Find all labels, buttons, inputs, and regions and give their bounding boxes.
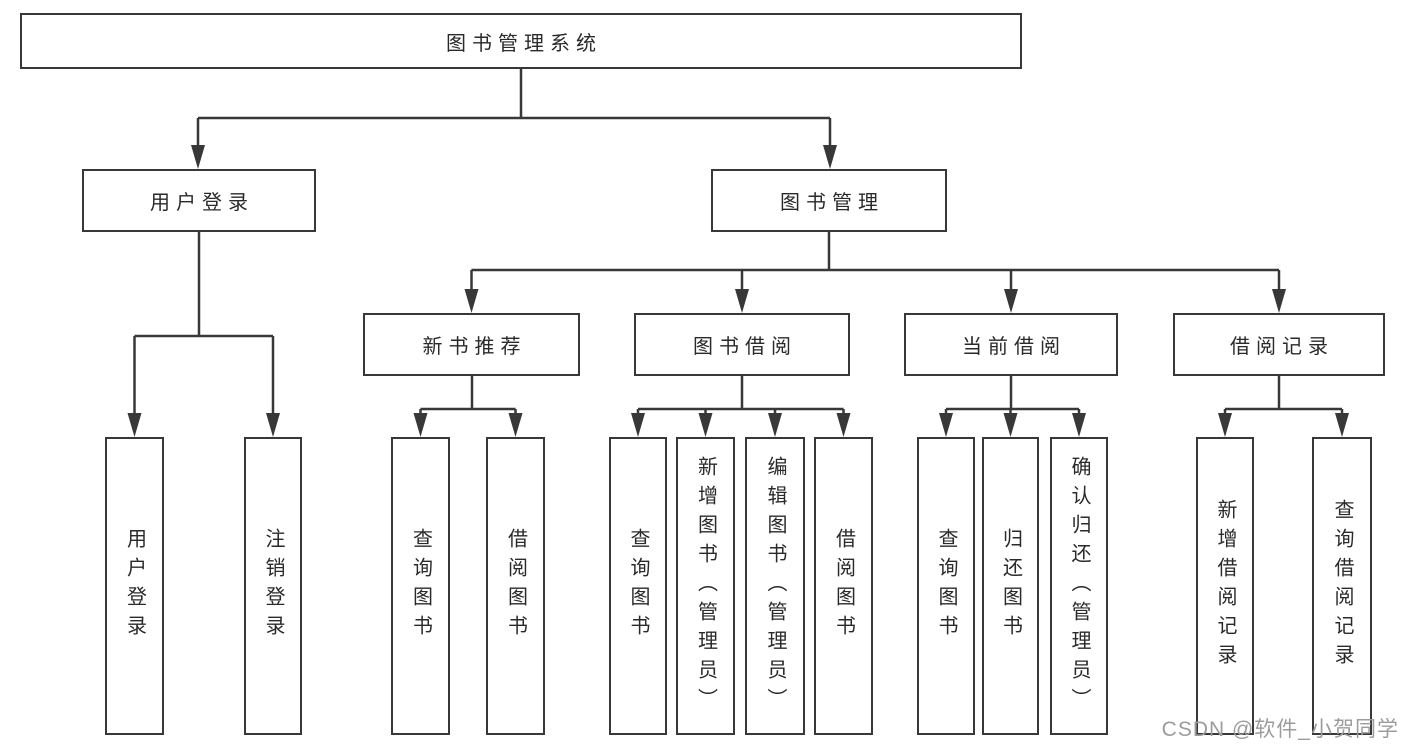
leaf-borrow-books: 借阅图书: [814, 437, 873, 735]
leaf-add-borrow-record: 新增借阅记录: [1196, 437, 1254, 735]
node-root-label: 图书管理系统: [446, 32, 602, 55]
leaf-current-query-books: 查询图书: [917, 437, 975, 735]
node-borrow-records: 借阅记录: [1173, 313, 1385, 376]
leaf-return-books-label: 归还图书: [999, 528, 1022, 644]
leaf-edit-books-admin-label: 编辑图书（管理员）: [764, 455, 786, 717]
leaf-borrow-query-books: 查询图书: [609, 437, 667, 735]
node-root: 图书管理系统: [20, 13, 1022, 69]
leaf-borrow-query-books-label: 查询图书: [627, 528, 649, 644]
connector-user-login: [133, 232, 275, 415]
node-book-borrow: 图书借阅: [634, 313, 850, 376]
leaf-recommend-query-books-label: 查询图书: [409, 528, 432, 644]
leaf-return-books: 归还图书: [982, 437, 1039, 735]
node-current-borrow: 当前借阅: [904, 313, 1118, 376]
leaf-logout-label: 注销登录: [262, 528, 284, 644]
node-current-borrow-label: 当前借阅: [962, 336, 1066, 358]
connector-current-borrow: [944, 376, 1081, 416]
node-book-borrow-label: 图书借阅: [693, 336, 797, 358]
leaf-current-query-books-label: 查询图书: [935, 528, 957, 644]
leaf-query-borrow-record: 查询借阅记录: [1312, 437, 1372, 735]
leaf-edit-books-admin: 编辑图书（管理员）: [745, 437, 805, 735]
leaf-recommend-borrow-books: 借阅图书: [486, 437, 545, 735]
leaf-add-borrow-record-label: 新增借阅记录: [1214, 499, 1236, 673]
leaf-recommend-borrow-books-label: 借阅图书: [504, 528, 527, 644]
csdn-watermark: CSDN @软件_小贺同学: [1161, 718, 1399, 741]
leaf-confirm-return-admin-label: 确认归还（管理员）: [1068, 455, 1090, 717]
leaf-add-books-admin-label: 新增图书（管理员）: [694, 455, 717, 717]
connector-book-borrow: [636, 376, 845, 416]
leaf-borrow-books-label: 借阅图书: [832, 528, 855, 644]
leaf-confirm-return-admin: 确认归还（管理员）: [1050, 437, 1108, 735]
leaf-query-borrow-record-label: 查询借阅记录: [1331, 499, 1353, 673]
node-user-login-label: 用户登录: [150, 192, 254, 214]
node-user-login: 用户登录: [82, 169, 316, 232]
leaf-user-login: 用户登录: [105, 437, 164, 735]
node-new-book-recommend: 新书推荐: [363, 313, 580, 376]
node-new-book-recommend-label: 新书推荐: [422, 336, 527, 358]
leaf-add-books-admin: 新增图书（管理员）: [676, 437, 735, 735]
node-book-management: 图书管理: [711, 169, 947, 232]
leaf-user-login-label: 用户登录: [123, 528, 146, 644]
node-borrow-records-label: 借阅记录: [1230, 336, 1334, 358]
connector-new-book: [419, 376, 517, 416]
node-book-management-label: 图书管理: [780, 192, 884, 214]
leaf-logout: 注销登录: [244, 437, 302, 735]
leaf-recommend-query-books: 查询图书: [391, 437, 450, 735]
connector-book-mgmt: [470, 232, 1281, 291]
connector-root: [196, 69, 832, 147]
connector-borrow-records: [1223, 376, 1344, 416]
